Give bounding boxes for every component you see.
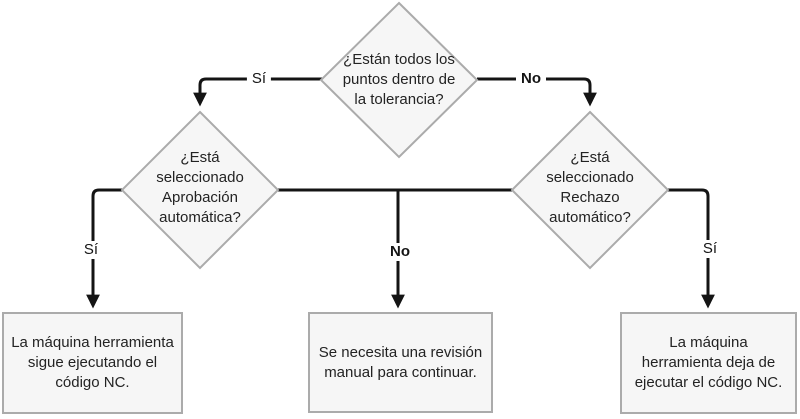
edge-label-reject-yes: Sí xyxy=(697,240,723,258)
edge-approve-yes-line xyxy=(86,188,122,309)
label-line: La máquina herramienta xyxy=(11,334,174,351)
result-stop-label: La máquina herramienta deja de ejecutar … xyxy=(635,333,783,393)
label-line: ¿Está xyxy=(570,149,610,166)
label-line: Rechazo xyxy=(560,189,620,206)
decision-approve-shape xyxy=(120,110,280,270)
decision-tolerance-shape xyxy=(319,1,479,159)
result-continue-box: La máquina herramienta sigue ejecutando … xyxy=(2,312,183,414)
label-line: herramienta deja de xyxy=(641,354,776,371)
edge-label-manual-no: No xyxy=(385,243,415,261)
decision-reject-shape xyxy=(510,110,670,270)
edge-tolerance-no-line xyxy=(477,77,597,107)
edge-reject-yes-line xyxy=(668,188,715,309)
decision-reject-label: ¿Está seleccionado Rechazo automático? xyxy=(510,148,670,228)
label-line: La máquina xyxy=(669,334,748,351)
result-stop-box: La máquina herramienta deja de ejecutar … xyxy=(620,312,797,414)
label-line: manual para continuar. xyxy=(324,363,477,381)
label-line: Se necesita una revisión xyxy=(318,343,483,361)
decision-tolerance-label: ¿Están todos los puntos dentro de la tol… xyxy=(319,50,479,110)
edge-label-approve-yes: Sí xyxy=(78,241,104,259)
label-line: ¿Están todos los xyxy=(343,51,455,68)
label-line: seleccionado xyxy=(156,169,244,186)
label-line: seleccionado xyxy=(546,169,634,186)
label-line: código NC. xyxy=(55,374,130,391)
decision-approve-label: ¿Está seleccionado Aprobación automática… xyxy=(120,148,280,228)
label-line: la tolerancia? xyxy=(354,91,444,108)
label-line: automática? xyxy=(159,209,241,226)
edge-label-tolerance-yes: Sí xyxy=(246,70,272,88)
label-line: puntos dentro de xyxy=(342,71,456,88)
result-continue-label: La máquina herramienta sigue ejecutando … xyxy=(11,333,174,393)
edge-label-tolerance-no: No xyxy=(516,70,546,88)
edge-tolerance-yes-line xyxy=(193,77,322,107)
label-line: ¿Está xyxy=(180,149,220,166)
label-line: sigue ejecutando el xyxy=(27,354,158,371)
label-line: ejecutar el código NC. xyxy=(634,374,783,391)
label-line: Aprobación xyxy=(162,189,238,206)
result-manual-box: Se necesita una revisión manual para con… xyxy=(308,312,493,413)
result-manual-label: Se necesita una revisión manual para con… xyxy=(319,343,482,383)
label-line: automático? xyxy=(549,209,631,226)
